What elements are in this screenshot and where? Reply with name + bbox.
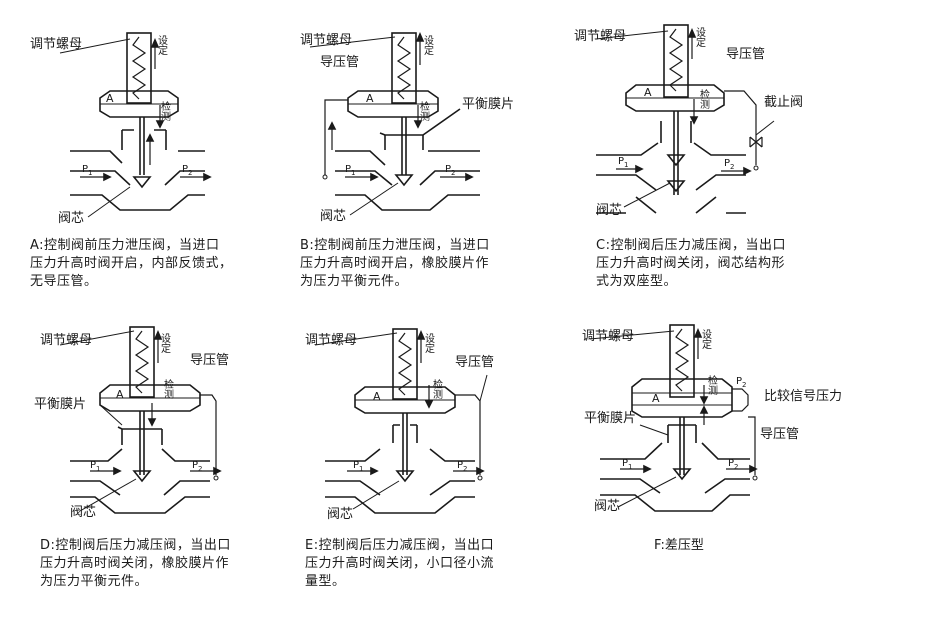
label-p2: P2	[192, 460, 203, 474]
label-p2: P2	[445, 164, 456, 178]
label-setting: 设定	[158, 36, 168, 57]
label-setting: 设定	[161, 334, 171, 355]
label-detect: 检测	[700, 90, 710, 111]
label-setting: 设定	[425, 334, 435, 355]
label-pilot-tube: 导压管	[190, 353, 230, 368]
label-chamber: A	[373, 390, 381, 403]
label-p2: P2	[728, 458, 739, 472]
valve-diagram-e	[314, 328, 488, 514]
label-pilot-tube: 导压管	[455, 355, 495, 370]
label-p2: P2	[457, 460, 468, 474]
label-chamber: A	[116, 388, 124, 401]
label-p1: P1	[82, 164, 93, 178]
label-p2-signal: P2	[736, 376, 747, 390]
label-valve-core: 阀芯	[596, 203, 623, 218]
spring-housing	[126, 32, 152, 104]
label-adjust-nut: 调节螺母	[30, 37, 83, 52]
label-p2: P2	[724, 158, 735, 172]
label-valve-core: 阀芯	[594, 499, 621, 514]
label-p1: P1	[353, 460, 364, 474]
caption-c: C:控制阀后压力减压阀，当出口 压力升高时阀关闭，阀芯结构形 式为双座型。	[596, 238, 786, 289]
label-detect: 检测	[161, 102, 171, 123]
panel-b: 调节螺母 设定 导压管 A 检测 平衡膜片 P1 P2 阀芯 B:控制阀前压力泄…	[300, 25, 600, 325]
label-p1: P1	[618, 156, 629, 170]
label-balance-diaphragm: 平衡膜片	[584, 411, 637, 426]
label-balance-diaphragm: 平衡膜片	[34, 397, 87, 412]
valve-diagram-f	[589, 324, 758, 512]
caption-d: D:控制阀后压力减压阀，当出口 压力升高时阀关闭，橡胶膜片作 为压力平衡元件。	[40, 538, 231, 589]
label-pilot-tube: 导压管	[726, 47, 766, 62]
label-valve-core: 阀芯	[58, 211, 85, 226]
label-chamber: A	[652, 392, 660, 405]
label-p2: P2	[182, 164, 193, 178]
label-p1: P1	[345, 164, 356, 178]
label-p1: P1	[90, 460, 101, 474]
label-chamber: A	[106, 92, 114, 105]
label-pilot-tube: 导压管	[320, 55, 360, 70]
label-stop-valve: 截止阀	[764, 95, 804, 110]
spring	[131, 36, 147, 100]
label-adjust-nut: 调节螺母	[582, 329, 635, 344]
label-compare-signal: 比较信号压力	[764, 389, 843, 404]
panel-a: 调节螺母 设定 A 检测 P1 P2 阀芯 A:控制阀前压力泄压阀，当进口 压力…	[30, 25, 330, 325]
label-detect: 检测	[420, 102, 430, 123]
label-adjust-nut: 调节螺母	[300, 33, 353, 48]
label-valve-core: 阀芯	[320, 209, 347, 224]
label-setting: 设定	[702, 330, 712, 351]
label-adjust-nut: 调节螺母	[574, 29, 627, 44]
label-chamber: A	[366, 92, 374, 105]
label-adjust-nut: 调节螺母	[40, 333, 93, 348]
body-upper	[70, 150, 205, 186]
label-detect: 检测	[164, 380, 174, 401]
diaphragm-housing	[99, 90, 179, 118]
panel-e: 调节螺母 设定 导压管 A 检测 P1 P2 阀芯 E:控制阀后压力减压阀，当出…	[305, 325, 605, 625]
valve-diagram-b	[309, 31, 480, 216]
caption-a: A:控制阀前压力泄压阀，当进口 压力升高时阀开启，内部反馈式， 无导压管。	[30, 238, 233, 289]
label-valve-core: 阀芯	[70, 505, 97, 520]
label-setting: 设定	[424, 36, 434, 57]
panel-d: 调节螺母 设定 导压管 A 检测 平衡膜片 P1 P2 阀芯 D:控制阀后压力减…	[34, 325, 340, 625]
label-detect: 检测	[433, 380, 443, 401]
label-adjust-nut: 调节螺母	[305, 333, 358, 348]
label-balance-diaphragm: 平衡膜片	[462, 97, 515, 112]
valve-diagram-a	[59, 32, 212, 218]
label-p1: P1	[622, 458, 633, 472]
caption-b: B:控制阀前压力泄压阀，当进口 压力升高时阀开启，橡胶膜片作 为压力平衡元件。	[300, 238, 490, 289]
panel-c: 调节螺母 设定 导压管 A 检测 截止阀 P1 P2 阀芯 C:控制阀后压力减压…	[574, 24, 896, 325]
caption-e: E:控制阀后压力减压阀，当出口 压力升高时阀关闭，小口径小流 量型。	[305, 538, 495, 589]
body-lower	[70, 194, 205, 211]
panel-f: 调节螺母 设定 A 检测 P2 比较信号压力 平衡膜片 导压管 P1 P2 阀芯…	[582, 324, 890, 625]
neck	[121, 129, 167, 150]
valve-plug	[132, 176, 152, 189]
valve-diagram-c	[595, 24, 775, 214]
label-pilot-tube: 导压管	[760, 427, 800, 442]
valve-diagram-d	[59, 326, 222, 514]
label-setting: 设定	[696, 28, 706, 49]
label-detect: 检测	[708, 376, 718, 397]
label-chamber: A	[644, 86, 652, 99]
label-valve-core: 阀芯	[327, 507, 354, 522]
caption-f: F:差压型	[654, 538, 704, 553]
